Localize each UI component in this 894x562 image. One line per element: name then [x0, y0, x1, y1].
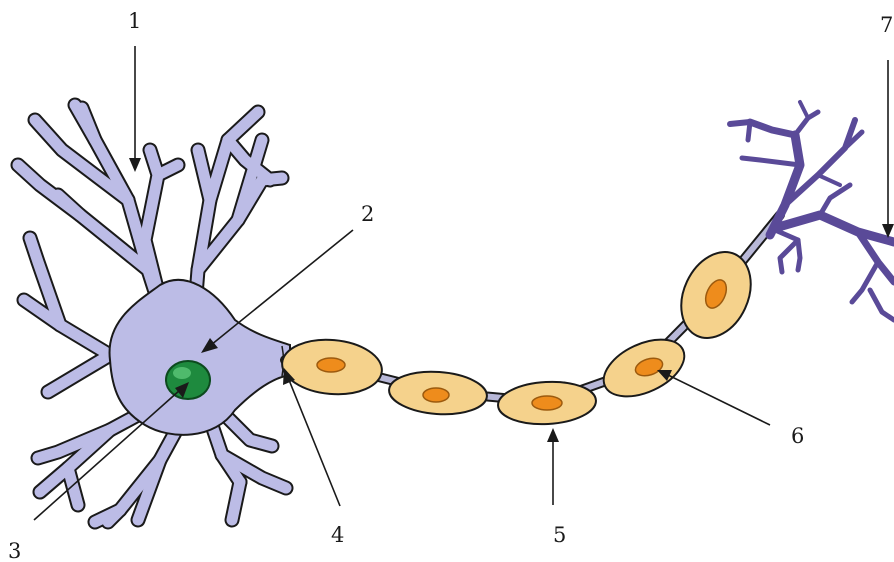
label-2: 2: [361, 202, 374, 226]
nucleus-highlight: [173, 367, 191, 379]
nucleus: [166, 361, 210, 399]
label-1: 1: [128, 9, 141, 33]
pointer-2: [211, 230, 353, 345]
label-3: 3: [8, 539, 21, 562]
schwann-nucleus: [532, 396, 562, 410]
schwann-nucleus: [423, 388, 449, 402]
arrowhead-5: [547, 428, 559, 442]
label-4: 4: [331, 523, 344, 547]
pointer-4: [289, 380, 340, 506]
axon-terminals: [730, 102, 894, 320]
label-7: 7: [880, 13, 893, 37]
arrowhead-1: [129, 158, 141, 172]
myelin-sheath: [280, 241, 764, 427]
label-5: 5: [553, 523, 566, 547]
label-6: 6: [791, 424, 804, 448]
schwann-nucleus: [317, 358, 345, 372]
pointer-6: [668, 375, 770, 425]
